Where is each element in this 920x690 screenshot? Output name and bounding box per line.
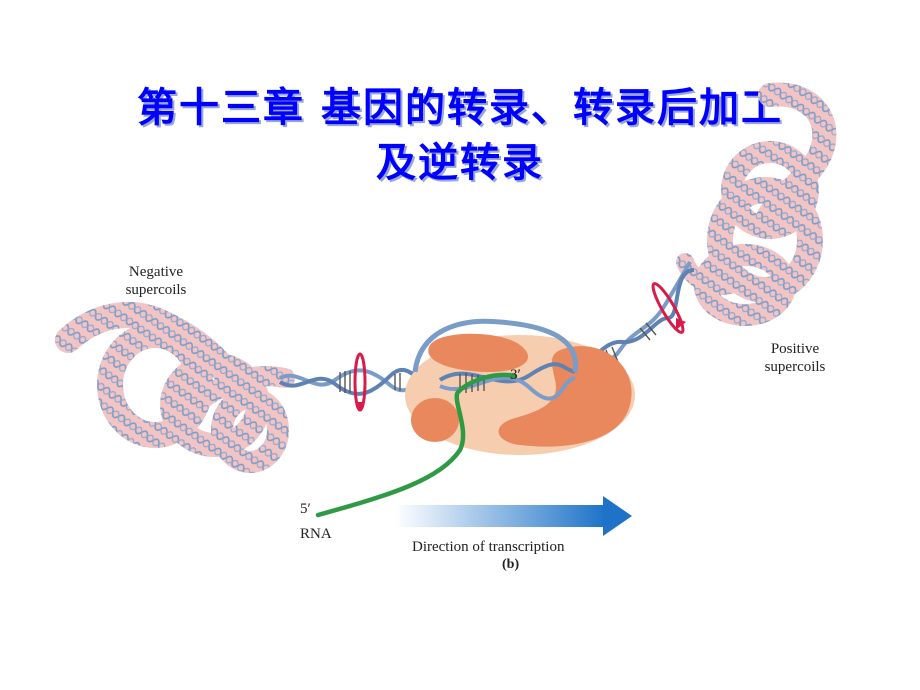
panel-label: (b) xyxy=(502,557,520,572)
positive-label-line1: Positive xyxy=(770,341,820,357)
slide-title-line1: 第十三章 基因的转录、转录后加工 xyxy=(137,84,783,131)
negative-label-line2: supercoils xyxy=(125,282,187,298)
negative-supercoils-label: Negative supercoils xyxy=(96,263,216,299)
polymerase-subunit-right xyxy=(498,346,632,447)
rotation-marker-left xyxy=(353,352,367,412)
direction-label: Direction of transcription xyxy=(412,539,565,555)
three-prime-label: 3′ xyxy=(510,367,521,383)
five-prime-label: 5′ xyxy=(300,501,311,517)
positive-supercoils-label: Positive supercoils xyxy=(740,340,850,376)
positive-supercoils xyxy=(676,82,837,326)
negative-label-line1: Negative xyxy=(128,264,184,280)
direction-arrow xyxy=(395,496,632,536)
rna-label: RNA xyxy=(300,526,332,542)
rna-polymerase xyxy=(405,318,635,455)
positive-label-line2: supercoils xyxy=(764,359,826,375)
polymerase-subunit-left xyxy=(411,398,459,442)
negative-supercoils xyxy=(55,301,295,473)
slide-title-line2: 及逆转录 xyxy=(376,139,544,186)
rna-transcript xyxy=(315,372,518,518)
rotation-marker-right xyxy=(651,282,686,334)
polymerase-subunit-top xyxy=(428,333,529,372)
